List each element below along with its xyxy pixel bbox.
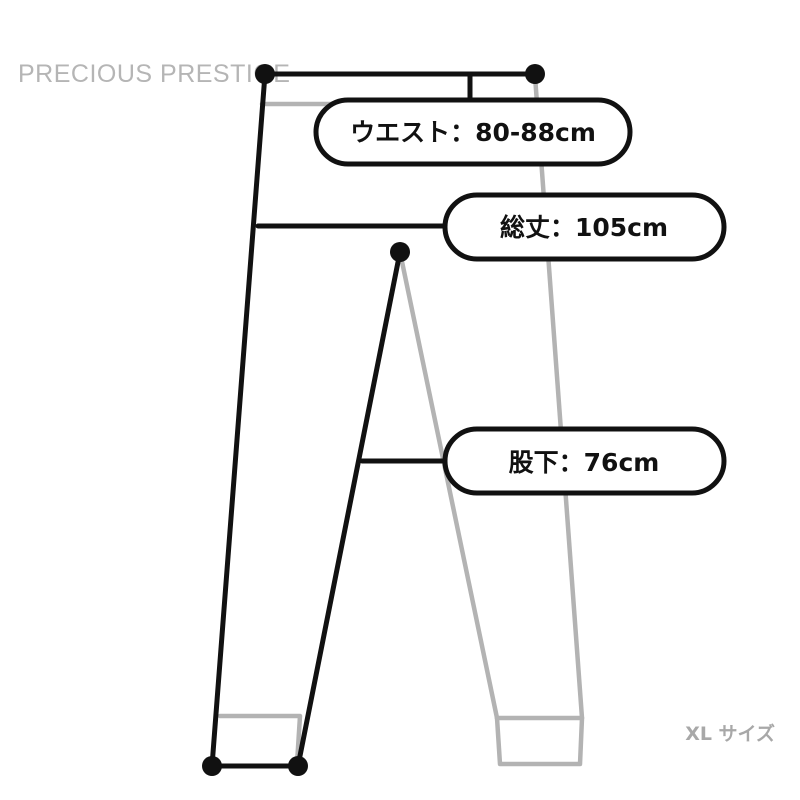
waist-label-pill bbox=[313, 97, 633, 167]
length-label: 総丈：105cm bbox=[442, 192, 727, 262]
brand-name: PRECIOUS PRESTIGE bbox=[18, 60, 290, 88]
inseam-label: 股下：76cm bbox=[442, 426, 727, 496]
inseam-label-text: 股下：76cm bbox=[509, 448, 660, 477]
pants-back-outline bbox=[217, 73, 585, 767]
crotch-dot bbox=[390, 242, 410, 262]
back-inner-leg bbox=[397, 249, 500, 721]
front-left-cuff bbox=[217, 713, 303, 767]
outer-seam-line bbox=[209, 71, 268, 769]
length-label-text: 総丈：105cm bbox=[500, 213, 668, 242]
hem-left-dot bbox=[202, 756, 222, 776]
waist-label-text: ウエスト：80-88cm bbox=[350, 118, 596, 147]
pants-front-outline bbox=[209, 71, 538, 769]
hem-right-dot bbox=[288, 756, 308, 776]
size-note: XL サイズ bbox=[685, 722, 775, 745]
inseam-line bbox=[295, 249, 403, 769]
length-label-pill bbox=[442, 192, 727, 262]
inseam-label-pill bbox=[442, 426, 727, 496]
measure-points bbox=[202, 64, 545, 776]
waist-label: ウエスト：80-88cm bbox=[313, 97, 633, 167]
back-outer-seam bbox=[494, 73, 585, 767]
waist-right-dot bbox=[525, 64, 545, 84]
waist-left-dot bbox=[255, 64, 275, 84]
